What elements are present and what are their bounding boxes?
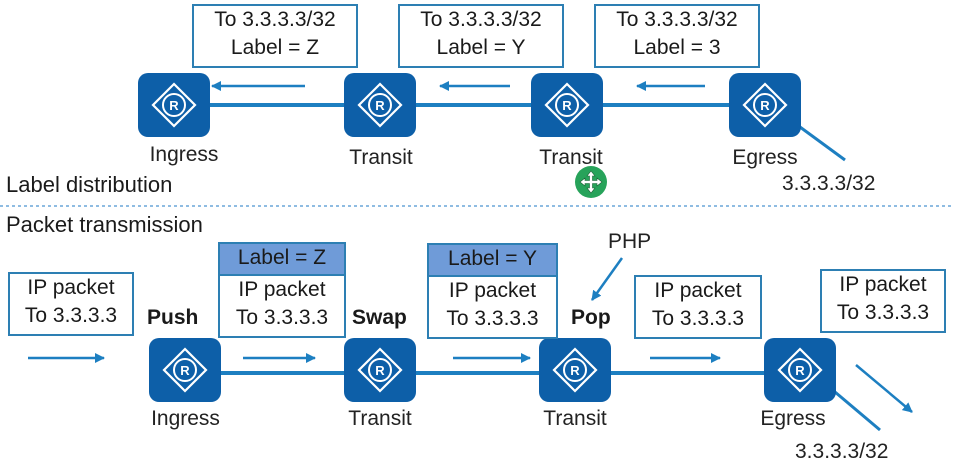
- box-line2: To 3.3.3.3: [235, 306, 329, 329]
- box-line2: To 3.3.3.3: [651, 307, 745, 330]
- packet-box-1: IP packet To 3.3.3.3: [8, 272, 134, 336]
- box-line1: To 3.3.3.3/32: [420, 8, 542, 31]
- router-role-label: Transit: [539, 146, 603, 169]
- router-glyph: R: [375, 98, 385, 113]
- packet-box-5: IP packet To 3.3.3.3: [820, 269, 946, 333]
- box-line1: IP packet: [839, 273, 927, 296]
- box-line1: IP packet: [654, 279, 742, 302]
- bottom-prefix-link: [834, 390, 881, 432]
- router-glyph: R: [562, 98, 572, 113]
- label-binding-box-3: To 3.3.3.3/32 Label = 3: [594, 4, 760, 68]
- box-line2: Label = Y: [436, 36, 526, 59]
- box-line2: To 3.3.3.3: [836, 301, 930, 324]
- router-glyph: R: [795, 363, 805, 378]
- packet-box-3: IP packet To 3.3.3.3: [427, 275, 558, 339]
- prefix-label: 3.3.3.3/32: [795, 440, 889, 463]
- box-line2: Label = Z: [230, 36, 320, 59]
- box-line2: To 3.3.3.3: [24, 304, 118, 327]
- router-glyph: R: [180, 363, 190, 378]
- op-swap: Swap: [352, 306, 407, 329]
- label-header-y: Label = Y: [427, 243, 558, 277]
- section-title-label-distribution: Label distribution: [6, 172, 173, 197]
- router-role-label: Transit: [349, 146, 413, 169]
- op-push: Push: [147, 306, 199, 329]
- bottom-arrow-5: [855, 364, 913, 413]
- packet-box-2: IP packet To 3.3.3.3: [218, 274, 346, 338]
- router-role-label: Egress: [732, 146, 798, 169]
- php-arrow: [590, 257, 624, 301]
- prefix-label: 3.3.3.3/32: [782, 172, 876, 195]
- box-line1: To 3.3.3.3/32: [616, 8, 738, 31]
- label-binding-box-1: To 3.3.3.3/32 Label = Z: [192, 4, 358, 68]
- router-role-label: Transit: [543, 407, 607, 430]
- box-line1: IP packet: [27, 276, 115, 299]
- router-glyph: R: [169, 98, 179, 113]
- box-line2: To 3.3.3.3: [446, 307, 539, 330]
- box-line1: To 3.3.3.3/32: [214, 8, 336, 31]
- router-role-label: Ingress: [149, 143, 219, 166]
- label-binding-box-2: To 3.3.3.3/32 Label = Y: [398, 4, 564, 68]
- router-role-label: Ingress: [151, 407, 220, 430]
- packet-box-4: IP packet To 3.3.3.3: [634, 275, 762, 339]
- router-glyph: R: [375, 363, 385, 378]
- router-glyph: R: [570, 363, 580, 378]
- router-glyph: R: [760, 98, 770, 113]
- box-line1: IP packet: [238, 278, 326, 301]
- php-label: PHP: [608, 230, 652, 253]
- section-title-packet-transmission: Packet transmission: [6, 212, 203, 237]
- op-pop: Pop: [571, 306, 611, 329]
- move-cursor-icon: [575, 166, 607, 198]
- top-prefix-link: [799, 125, 846, 162]
- box-line2: Label = 3: [633, 36, 721, 59]
- box-line1: IP packet: [448, 279, 537, 302]
- router-role-label: Egress: [760, 407, 826, 430]
- label-header-z: Label = Z: [218, 242, 346, 276]
- router-role-label: Transit: [348, 407, 412, 430]
